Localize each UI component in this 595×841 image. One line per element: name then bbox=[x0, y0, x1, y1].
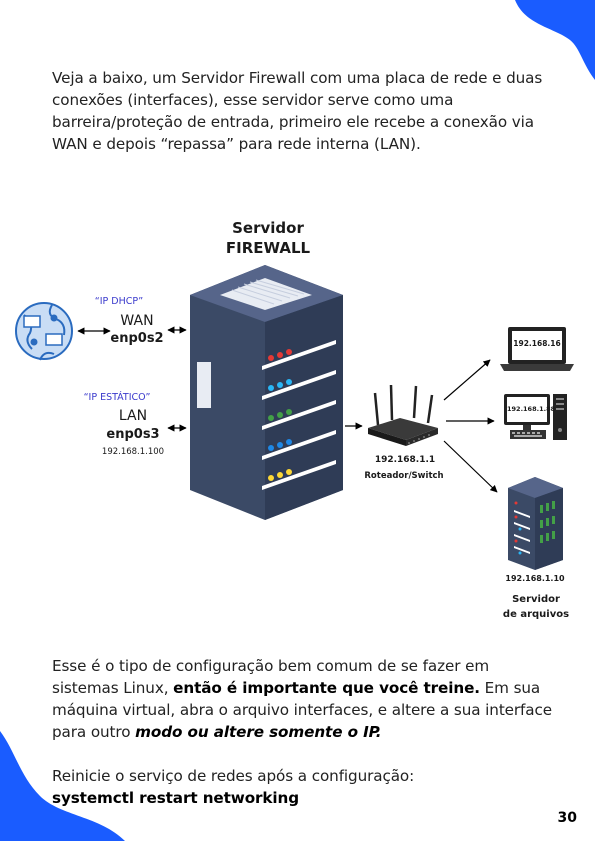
fileserver-name-label: Servidor de arquivos bbox=[502, 594, 570, 620]
laptop-ip-label: 192.168.16 bbox=[513, 339, 561, 348]
router-ip-label: 192.168.1.1 bbox=[374, 455, 436, 465]
desktop-ip-label: 192.168.1.88 bbox=[507, 405, 556, 413]
lan-interface-label: enp0s3 bbox=[106, 427, 160, 442]
lan-name-label: LAN bbox=[118, 408, 148, 424]
corner-decoration-top-right bbox=[515, 0, 595, 80]
fileserver-ip-label: 192.168.1.10 bbox=[505, 574, 565, 583]
internet-globe-icon bbox=[15, 302, 73, 361]
desktop-computer-icon bbox=[504, 394, 567, 440]
wan-mode-label: “IP DHCP” bbox=[94, 296, 144, 307]
page-number: 30 bbox=[557, 810, 577, 826]
intro-paragraph: Veja a baixo, um Servidor Firewall com u… bbox=[52, 69, 543, 153]
wan-name-label: WAN bbox=[120, 313, 154, 329]
corner-decoration-bottom-left bbox=[0, 731, 125, 841]
diagram-graphics bbox=[15, 265, 574, 570]
restart-paragraph: Reinicie o serviço de redes após a confi… bbox=[52, 765, 552, 809]
router-name-label: Roteador/Switch bbox=[364, 471, 444, 481]
server-title: Servidor FIREWALL bbox=[225, 219, 311, 257]
lan-mode-label: “IP ESTÁTICO” bbox=[83, 392, 151, 403]
config-paragraph: Esse é o tipo de configuração bem comum … bbox=[52, 657, 553, 741]
restart-command: systemctl restart networking bbox=[52, 789, 300, 807]
lan-ip-label: 192.168.1.100 bbox=[101, 447, 165, 457]
laptop-icon bbox=[500, 327, 574, 371]
network-diagram: Servidor FIREWALL bbox=[0, 200, 595, 640]
file-server-icon bbox=[508, 477, 563, 570]
wan-interface-label: enp0s2 bbox=[110, 331, 164, 346]
firewall-server-icon bbox=[190, 265, 343, 520]
router-icon bbox=[368, 384, 438, 446]
